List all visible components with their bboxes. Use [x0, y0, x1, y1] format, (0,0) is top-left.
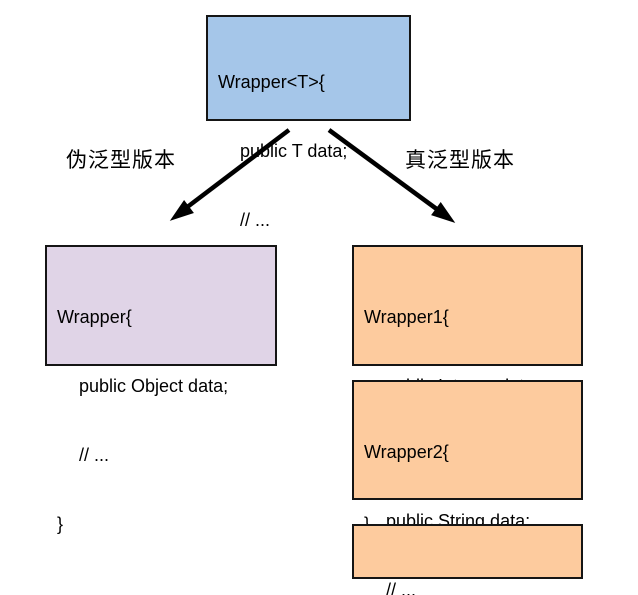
- code-line: Wrapper2{: [364, 442, 449, 462]
- code-line: // ...: [79, 445, 110, 465]
- code-line: Wrapper1{: [364, 307, 449, 327]
- code-line: Wrapper<T>{: [218, 72, 325, 92]
- pseudo-generic-box: Wrapper{ public Object data; // ... }: [45, 245, 277, 534]
- true-generic-label: 真泛型版本: [405, 149, 515, 172]
- code-line: }: [57, 514, 64, 534]
- generic-wrapper-box: Wrapper<T>{ public T data; // ... }: [206, 15, 411, 299]
- code-line: ...: [364, 585, 571, 595]
- code-line: public Object data;: [79, 376, 229, 396]
- code-line: Wrapper{: [57, 307, 132, 327]
- pseudo-generic-label: 伪泛型版本: [66, 149, 176, 172]
- ellipsis-box: ...: [352, 524, 583, 595]
- code-line: // ...: [386, 580, 417, 595]
- code-line: public T data;: [240, 141, 348, 161]
- wrapper1-box: Wrapper1{ public Integer data; // ... }: [352, 245, 583, 534]
- code-line: // ...: [240, 210, 271, 230]
- wrapper2-box: Wrapper2{ public String data; // ... }: [352, 380, 583, 595]
